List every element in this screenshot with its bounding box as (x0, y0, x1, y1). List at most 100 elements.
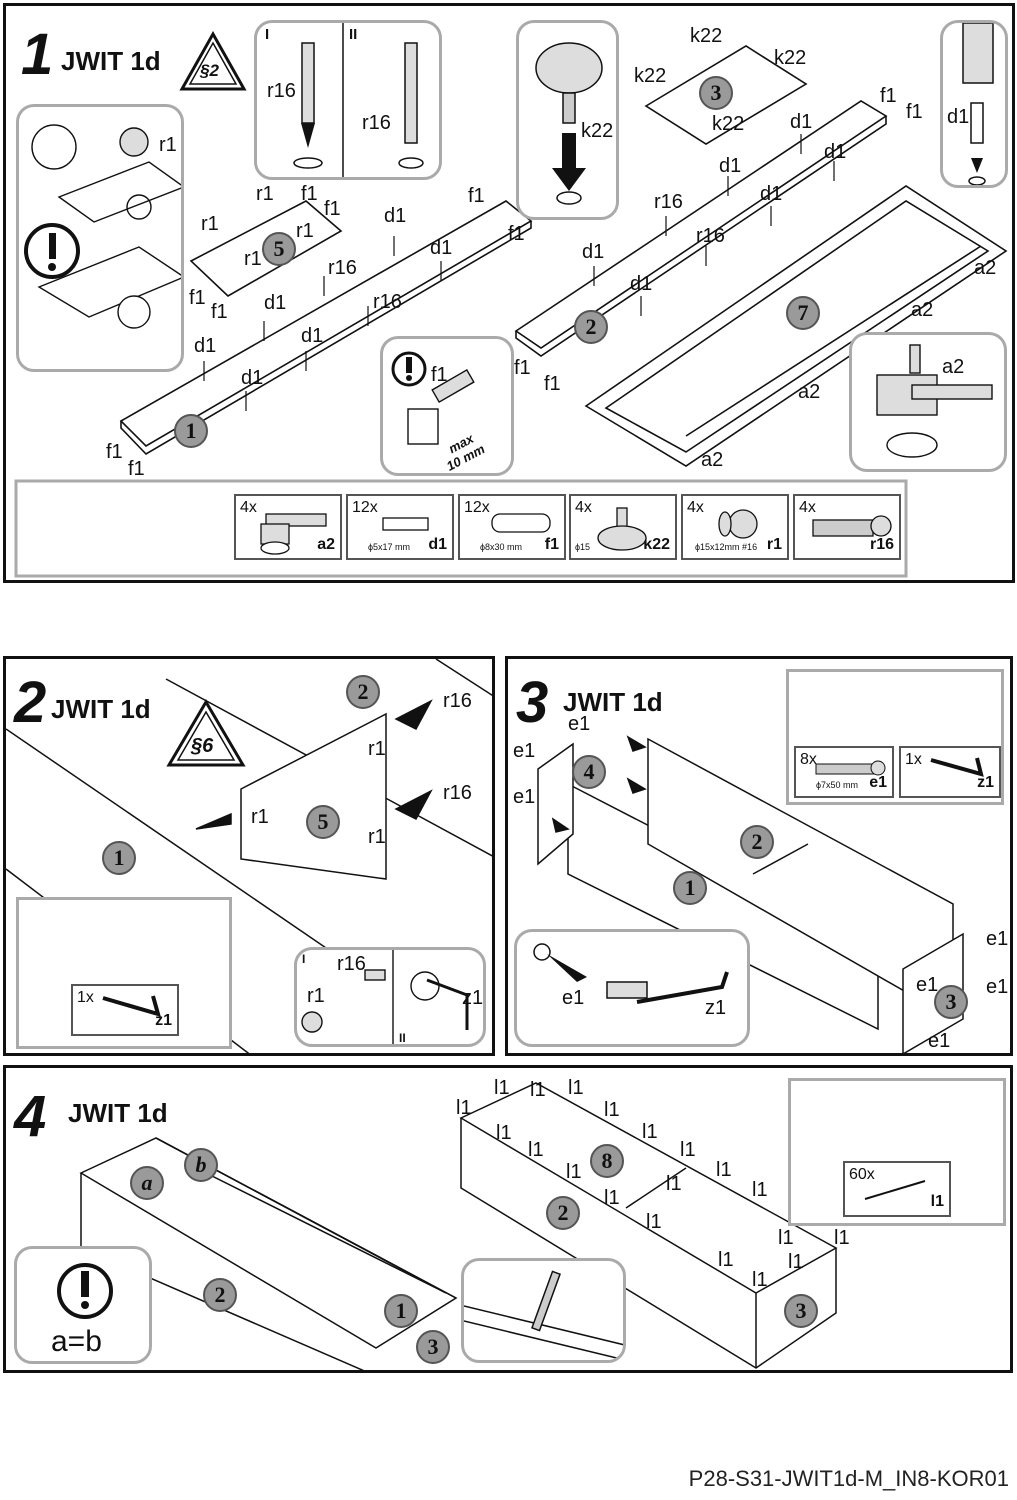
label-r1: r1 (244, 248, 262, 270)
foot-k22-inset: k22 (516, 20, 619, 220)
parts-e1-z1-box: 8x ϕ7x50 mm e1 1x z1 (786, 669, 1004, 805)
label-r16: r16 (267, 80, 296, 102)
panel-number-2: 2 (740, 825, 774, 859)
label-r16: r16 (362, 112, 391, 134)
label-r1: r1 (368, 738, 386, 760)
step-title: JWIT 1d (563, 687, 663, 717)
panel-number-3: 3 (934, 985, 968, 1019)
nail-detail-inset (461, 1258, 626, 1363)
label-l1: l1 (716, 1159, 732, 1181)
panel-number-3: 3 (416, 1330, 450, 1364)
label-l1: l1 (604, 1099, 620, 1121)
label-r16: r16 (443, 690, 472, 712)
part-a2: 4x a2 (234, 494, 342, 560)
label-f1: f1 (106, 441, 123, 463)
label-l1: l1 (778, 1227, 794, 1249)
panel-number-3: 3 (699, 76, 733, 110)
part-code: d1 (428, 536, 447, 553)
label-l1: l1 (568, 1077, 584, 1099)
part-f1: 12x ϕ8x30 mm f1 (458, 494, 566, 560)
part-code: z1 (977, 774, 994, 791)
label-r1: r1 (296, 220, 314, 242)
label-z1: z1 (462, 987, 484, 1009)
label-d1: d1 (582, 241, 605, 263)
part-r1: 4x ϕ15x12mm #16 r1 (681, 494, 789, 560)
label-e1: e1 (986, 928, 1009, 950)
part-d1: 12x ϕ5x17 mm d1 (346, 494, 454, 560)
part-k22: 4x ϕ15 k22 (569, 494, 677, 560)
part-qty: 12x (464, 499, 490, 516)
document-code: P28-S31-JWIT1d-M_IN8-KOR01 (688, 1466, 1009, 1491)
diagonal-label-a: a (130, 1166, 164, 1200)
label-l1: l1 (646, 1211, 662, 1233)
label-f1: f1 (468, 185, 485, 207)
label-f1: f1 (508, 223, 525, 245)
step-number: 3 (516, 670, 549, 735)
panel-number-2: 2 (546, 1196, 580, 1230)
label-e1: e1 (986, 976, 1009, 998)
label-d1: d1 (430, 237, 453, 259)
label-r1: r1 (201, 213, 219, 235)
label-f1: f1 (544, 373, 561, 395)
cam-screw-inset: I II r16 r16 (254, 20, 442, 180)
part-z1: 1x z1 (71, 984, 179, 1036)
tool-z1-box: 1x z1 (16, 897, 232, 1049)
part-qty: 4x (799, 499, 816, 516)
label-d1: d1 (264, 292, 287, 314)
panel-number-1: 1 (102, 841, 136, 875)
panel-number-1: 1 (384, 1294, 418, 1328)
dowel-d1-inset: d1 (940, 20, 1008, 188)
label-l1: l1 (604, 1187, 620, 1209)
roman-one: I (302, 952, 306, 966)
label-r16: r16 (443, 782, 472, 804)
label-d1: d1 (790, 111, 813, 133)
step4-panel: 4 JWIT 1d a b 1 2 3 2 8 3 a=b 60x l1 l1 … (3, 1065, 1013, 1373)
label-l1: l1 (752, 1269, 768, 1291)
step3-panel: 3 JWIT 1d 1 2 3 4 e1 e1 e1 e1 e1 e1 e1 8… (505, 656, 1013, 1056)
part-z1: 1x z1 (899, 746, 1001, 798)
panel-number-2: 2 (346, 675, 380, 709)
part-qty: 1x (905, 751, 922, 768)
panel-number-2: 2 (574, 310, 608, 344)
part-code: r16 (869, 536, 894, 553)
part-qty: 4x (575, 499, 592, 516)
label-l1: l1 (494, 1077, 510, 1099)
label-r1: r1 (368, 826, 386, 848)
label-r16: r16 (373, 291, 402, 313)
label-l1: l1 (834, 1227, 850, 1249)
label-f1: f1 (211, 301, 228, 323)
label-d1: d1 (241, 367, 264, 389)
part-dim: ϕ8x30 mm (480, 542, 523, 552)
diagonal-label-b: b (184, 1148, 218, 1182)
parts-l1-box: 60x l1 (788, 1078, 1006, 1226)
label-a2: a2 (911, 299, 934, 321)
roman-two: II (399, 1031, 406, 1045)
roman-two: II (349, 26, 358, 43)
label-e1: e1 (513, 786, 536, 808)
label-a2: a2 (974, 257, 997, 279)
warning-label: §2 (200, 61, 219, 80)
step-title: JWIT 1d (61, 46, 161, 76)
label-r16: r16 (337, 953, 366, 975)
part-dim: ϕ15x12mm #16 (695, 542, 758, 552)
label-f1: f1 (431, 364, 448, 386)
label-e1: e1 (568, 713, 591, 735)
label-r1: r1 (251, 806, 269, 828)
label-a2: a2 (942, 356, 965, 378)
panel-number-7: 7 (786, 296, 820, 330)
panel-number-4: 4 (572, 755, 606, 789)
warning-triangle-icon: §6 (166, 699, 246, 769)
panel-number-2: 2 (203, 1278, 237, 1312)
part-r16: 4x r16 (793, 494, 901, 560)
label-l1: l1 (718, 1249, 734, 1271)
label-l1: l1 (530, 1079, 546, 1101)
part-qty: 4x (687, 499, 704, 516)
label-k22: k22 (690, 25, 723, 47)
warning-label: §6 (191, 735, 214, 757)
panel-number-3: 3 (784, 1294, 818, 1328)
dowel-f1-inset: f1 max 10 mm (380, 336, 514, 476)
panel-number-8: 8 (590, 1144, 624, 1178)
label-l1: l1 (680, 1139, 696, 1161)
step1-panel: 1 JWIT 1d §2 r1 I II r16 r16 k22 (3, 3, 1015, 583)
roman-one: I (265, 26, 270, 43)
